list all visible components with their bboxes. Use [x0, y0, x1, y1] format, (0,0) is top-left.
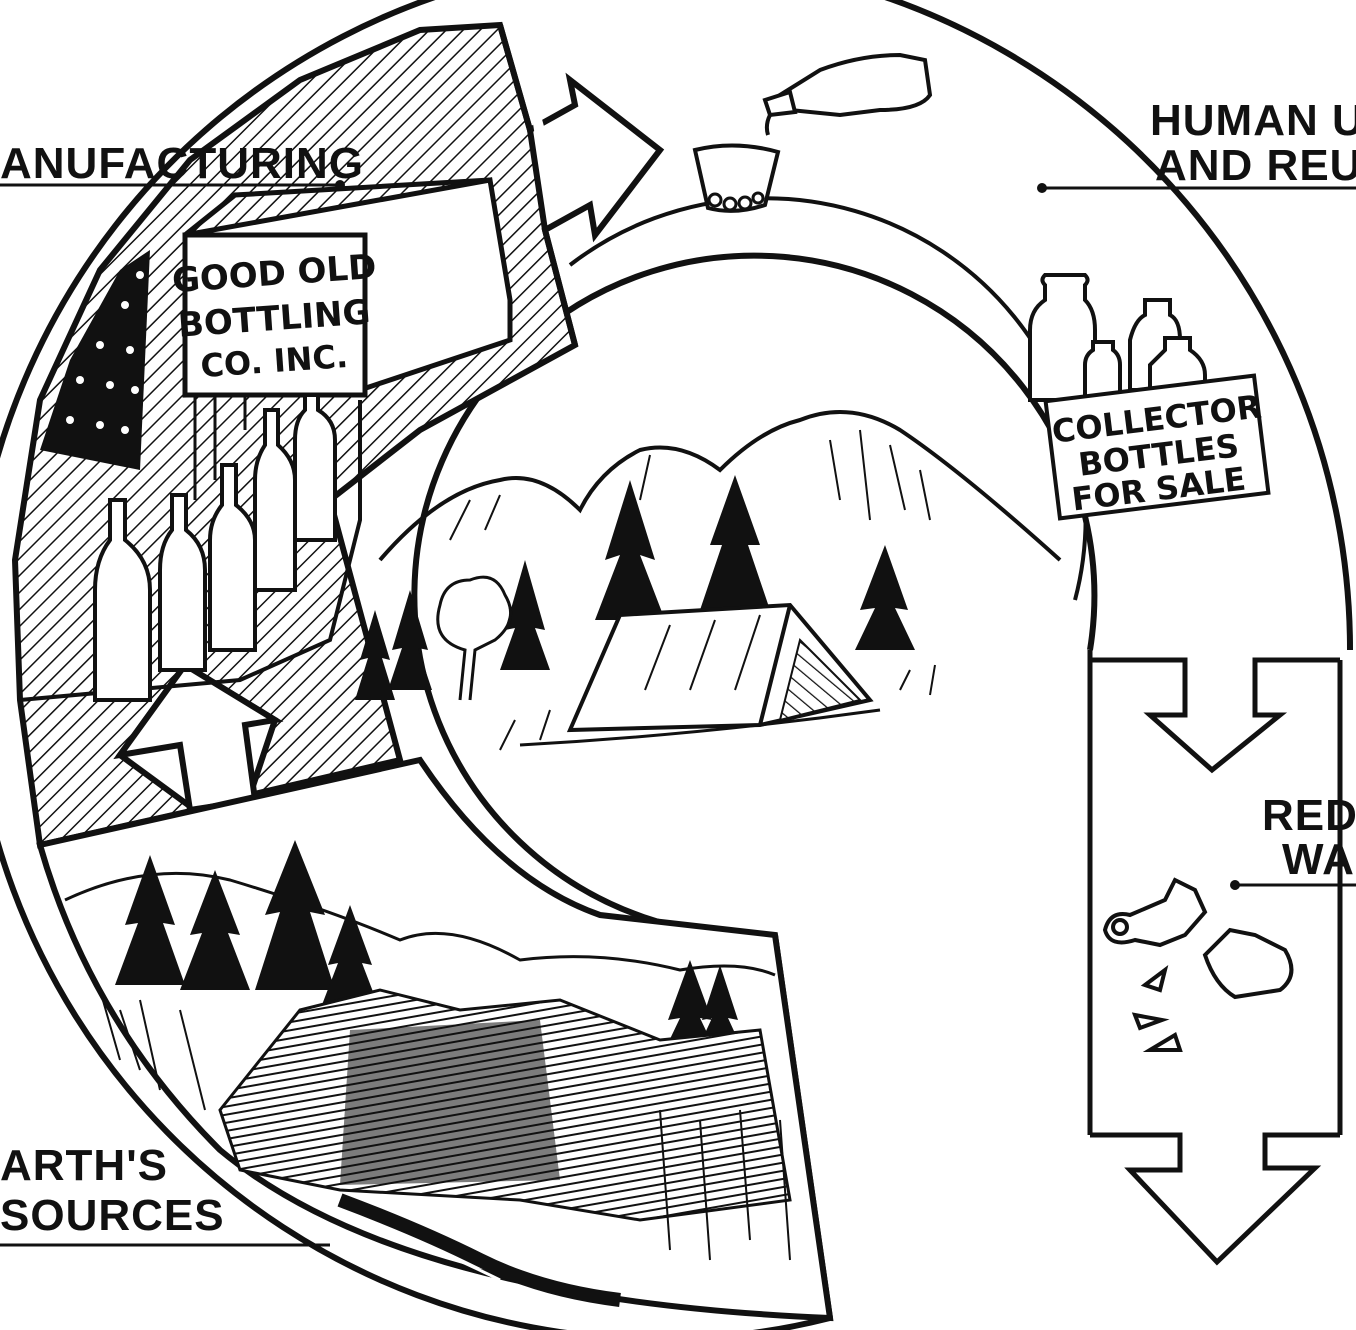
label-reduce-line2: WAS [1282, 835, 1356, 884]
broken-glass-icon [1102, 877, 1294, 1052]
label-earth-line1: ARTH'S [0, 1141, 168, 1190]
manufacturing-segment [11, 21, 665, 849]
collector-sign [1043, 373, 1271, 521]
earth-resources-scene [36, 756, 834, 1322]
label-human-use-line2: AND REUS [1155, 141, 1356, 190]
stage-labels: ANUFACTURING HUMAN US AND REUS REDU WAS … [0, 96, 1356, 1247]
label-human-use-line1: HUMAN US [1150, 96, 1356, 145]
collector-bottles-icon [1028, 273, 1207, 402]
down-arrow-upper [1090, 657, 1340, 774]
label-earth-line2: SOURCES [0, 1191, 225, 1240]
pouring-bottle-icon [762, 52, 933, 136]
factory-sign: GOOD OLD BOTTLING CO. INC. [171, 247, 378, 385]
camping-scene [355, 410, 1062, 751]
reduce-waste-segment [1090, 657, 1340, 1266]
factory-window-dots [66, 271, 144, 434]
label-manufacturing: ANUFACTURING [0, 139, 364, 188]
tree-icons [355, 475, 915, 700]
deciduous-tree-icon [436, 575, 513, 701]
label-reduce-line1: REDU [1262, 791, 1356, 840]
down-arrow-lower [1090, 1132, 1340, 1266]
human-use-segment: COLLECTOR BOTTLES FOR SALE [692, 52, 1271, 521]
bottle-icons [93, 393, 337, 702]
